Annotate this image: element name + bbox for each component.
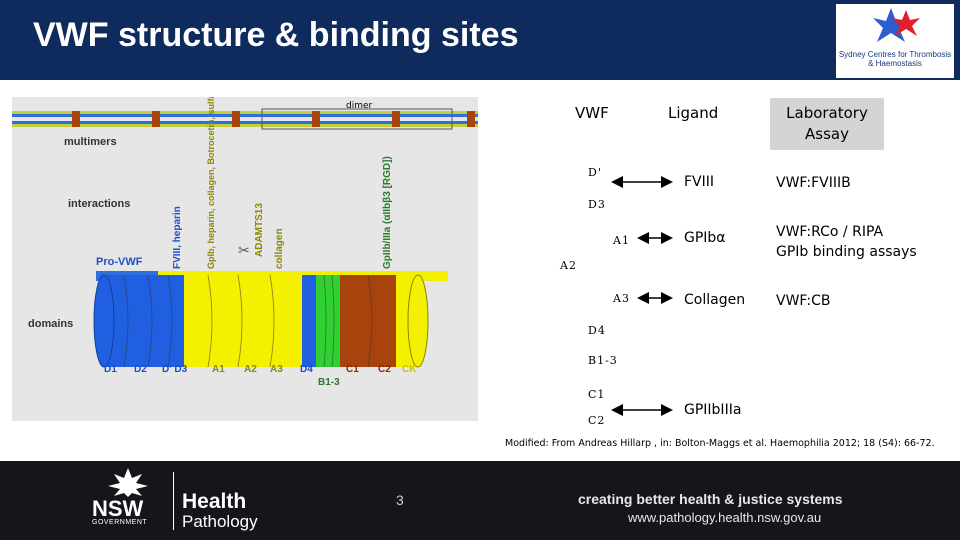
- vertical-label-gpiibiiia: GpIIb/IIIa (αIIbβ3 [RGD]): [382, 156, 393, 269]
- header-assay: Laboratory Assay: [770, 98, 884, 145]
- provwf-label: Pro-VWF: [96, 256, 143, 268]
- ligand-gpiba: GPIbα: [684, 230, 726, 246]
- domain-label-c1: C1: [346, 364, 359, 375]
- domain-label-d1: D1: [104, 364, 117, 375]
- vertical-label-collagen: collagen: [274, 228, 285, 269]
- domain-a2: A2: [560, 259, 577, 272]
- logo-star-icon: [836, 4, 954, 50]
- ligand-gpiibiiia: GPIIbIIIa: [684, 402, 741, 418]
- footer-divider: [173, 472, 174, 530]
- footer-tagline: creating better health & justice systems: [578, 491, 843, 507]
- header-assay-box: Laboratory Assay: [770, 98, 884, 150]
- ligand-collagen: Collagen: [684, 292, 745, 308]
- header-ligand: Ligand: [668, 104, 718, 122]
- vwf-structure-figure: dimer multimers interactions Pro-VWF dom…: [12, 97, 478, 421]
- domain-label-d4: D4: [300, 364, 313, 375]
- waratah-icon: [98, 466, 158, 498]
- citation: Modified: From Andreas Hillarp , in: Bol…: [505, 438, 935, 449]
- footer-url[interactable]: www.pathology.health.nsw.gov.au: [628, 510, 821, 525]
- domain-label-a3: A3: [270, 364, 283, 375]
- logo-text: Sydney Centres for Thrombosis & Haemosta…: [836, 50, 954, 68]
- domain-label-ck: CK: [402, 364, 417, 375]
- assay-cb: VWF:CB: [776, 291, 830, 311]
- assay-fviiib: VWF:FVIIIB: [776, 173, 851, 193]
- domain-label-d3: D' D3: [162, 364, 188, 375]
- page-title: VWF structure & binding sites: [33, 16, 518, 55]
- ligand-fviii: FVIII: [684, 174, 714, 190]
- government-wordmark: GOVERNMENT: [92, 519, 147, 526]
- domain-label-a1: A1: [212, 364, 225, 375]
- health-wordmark: Health: [182, 490, 246, 514]
- sydney-centres-logo: Sydney Centres for Thrombosis & Haemosta…: [836, 4, 954, 78]
- domain-label-d2: D2: [134, 364, 147, 375]
- assay-gpib-binding: GPIb binding assays: [776, 242, 917, 262]
- vertical-label-adamts13: ADAMTS13: [254, 203, 265, 257]
- interactions-label: interactions: [68, 198, 130, 210]
- multimer-strings: [12, 109, 478, 129]
- assay-rco-ripa: VWF:RCo / RIPA: [776, 222, 883, 242]
- multimers-label: multimers: [64, 136, 117, 148]
- binding-arrows: [600, 170, 680, 420]
- domain-cylinder: [94, 275, 428, 367]
- pathology-wordmark: Pathology: [182, 512, 258, 532]
- domains-label: domains: [28, 318, 73, 330]
- header-vwf: VWF: [575, 104, 609, 122]
- vertical-label-fviii: FVIII, heparin: [172, 206, 183, 269]
- domain-label-a2: A2: [244, 364, 257, 375]
- vertical-label-gpib: GpIb, heparin, collagen, Botrocetin, sul…: [206, 97, 216, 269]
- domain-label-c2: C2: [378, 364, 391, 375]
- dimer-label: dimer: [346, 101, 373, 111]
- scissors-icon: ✂: [238, 242, 250, 258]
- domain-label-b: B1-3: [318, 377, 340, 388]
- page-number: 3: [396, 492, 404, 508]
